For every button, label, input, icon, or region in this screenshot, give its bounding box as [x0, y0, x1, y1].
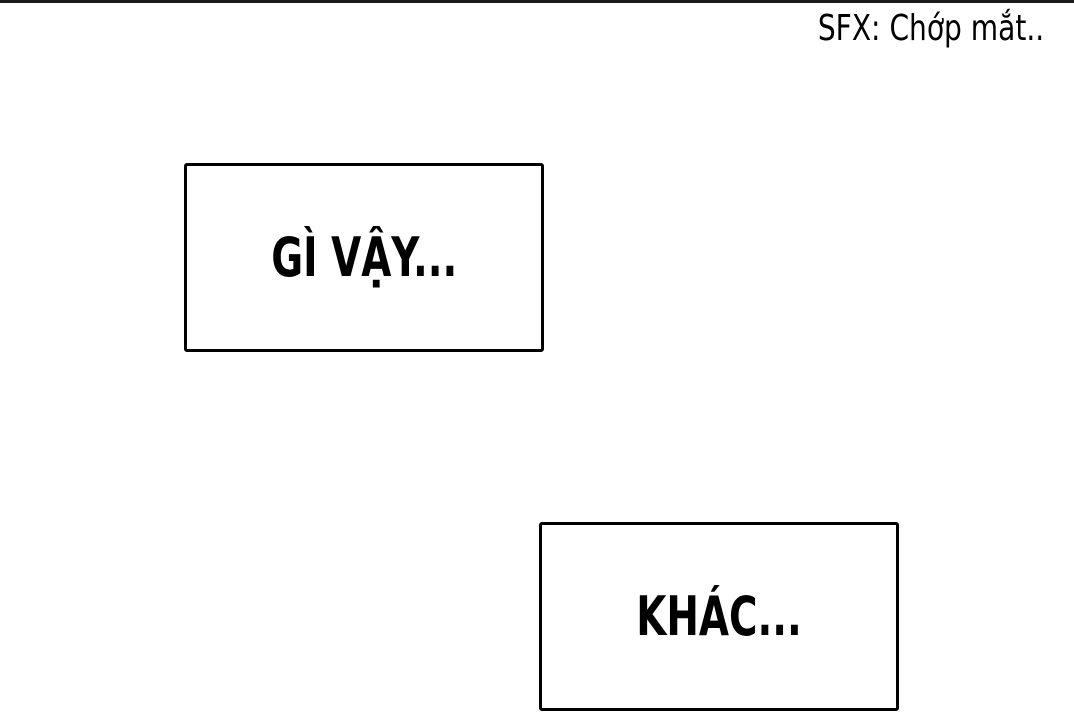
- caption-text-2: KHÁC...: [636, 585, 802, 648]
- caption-box-2: KHÁC...: [539, 522, 899, 711]
- sfx-text: SFX: Chớp mắt..: [817, 8, 1044, 49]
- top-border-line: [0, 0, 1074, 3]
- caption-box-1: GÌ VẬY...: [184, 163, 544, 352]
- caption-text-1: GÌ VẬY...: [270, 226, 458, 289]
